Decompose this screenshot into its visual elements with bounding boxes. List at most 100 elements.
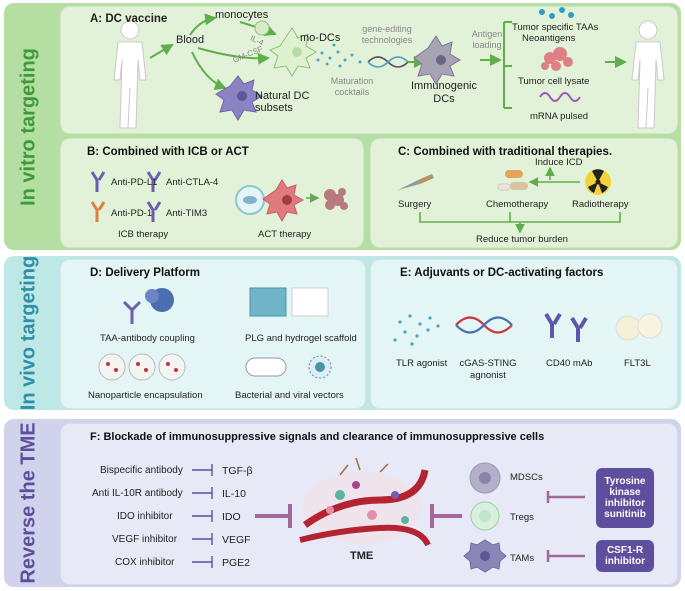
monocyte-icon xyxy=(254,20,270,36)
reduce-tumor-label: Reduce tumor burden xyxy=(476,234,568,245)
surgery-label: Surgery xyxy=(398,199,432,210)
tumor-cell-icon xyxy=(324,188,348,210)
bispecific-antibody-label: Bispecific antibody xyxy=(100,465,183,476)
pills-icon xyxy=(497,170,528,191)
anti-pd1-icon xyxy=(90,201,106,222)
cox-inhibitor-label: COX inhibitor xyxy=(115,557,175,568)
drug-inhibition-lines xyxy=(546,491,585,562)
tumor-lysate-label: Tumor cell lysate xyxy=(518,76,590,87)
blood-label: Blood xyxy=(176,34,205,46)
big-inhibition-right xyxy=(430,504,462,528)
anti-pd-l1-icon xyxy=(90,171,106,192)
maturation-label-2: cocktails xyxy=(334,87,370,97)
mdscs-icon xyxy=(469,462,501,494)
drug2-line-2: inhibitor xyxy=(605,556,645,567)
flt3l-label: FLT3L xyxy=(624,358,651,369)
ido-label: IDO xyxy=(222,511,241,523)
gene-editing-label-2: technologies xyxy=(361,35,413,45)
gene-editing-label-1: gene-editing xyxy=(362,24,412,34)
anti-ctla4-icon xyxy=(146,171,162,192)
panel-b-title: B: Combined with ICB or ACT xyxy=(87,146,249,158)
drug1-line-4: sunitinib xyxy=(604,509,646,520)
il10-label: IL-10 xyxy=(222,488,246,500)
natural-dc-subsets-label: subsets xyxy=(255,102,293,114)
panel-c-title: C: Combined with traditional therapies. xyxy=(398,146,613,158)
patient-figure-right-icon xyxy=(631,20,665,129)
cd40-mab-label: CD40 mAb xyxy=(546,358,593,369)
natural-dc-icon xyxy=(215,75,263,121)
cd40-mab-icon xyxy=(544,312,588,342)
flt3l-icon xyxy=(615,313,663,341)
tgf-beta-label: TGF-β xyxy=(222,465,253,477)
taa-antibody-label: TAA-antibody coupling xyxy=(100,333,195,344)
panel-a-title: A: DC vaccine xyxy=(90,13,168,25)
mdscs-label: MDSCs xyxy=(510,472,543,483)
tlr-agonist-icon xyxy=(393,314,440,346)
bacteria-virus-icon xyxy=(245,355,332,379)
taa-label-2: Neoantigens xyxy=(522,33,576,44)
anti-pd1-label: Anti-PD-1 xyxy=(111,208,153,219)
big-inhibition-left xyxy=(255,504,292,528)
panel-d-delivery xyxy=(60,259,366,409)
anti-il10r-label: Anti IL-10R antibody xyxy=(92,488,183,499)
vegf-inhibitor-label: VEGF inhibitor xyxy=(112,534,178,545)
immunogenic-label-1: Immunogenic xyxy=(410,80,478,92)
mo-dc-icon xyxy=(268,27,317,77)
nanoparticle-label: Nanoparticle encapsulation xyxy=(88,390,203,401)
mo-dcs-label: mo-DCs xyxy=(300,32,341,44)
panel-f-title: F: Blockade of immunosuppressive signals… xyxy=(90,431,545,443)
anti-pd-l1-label: Anti-PD-L1 xyxy=(111,177,158,188)
icb-therapy-label: ICB therapy xyxy=(118,229,169,240)
csf1r-inhibitor-badge: CSF1-R inhibitor xyxy=(596,540,654,572)
antigen-loading-label-1: Antigen xyxy=(471,29,503,39)
tregs-label: Tregs xyxy=(510,512,534,523)
panel-a-dc-vaccine xyxy=(60,6,678,134)
immunogenic-dc-icon xyxy=(413,35,461,85)
vegf-label: VEGF xyxy=(222,534,251,546)
drug2-line-1: CSF1-R xyxy=(606,545,644,556)
scaffold-label: PLG and hydrogel scaffold xyxy=(245,333,357,344)
dna-icon xyxy=(367,56,409,68)
antigen-loading-label-2: loading xyxy=(472,40,502,50)
anti-tim3-icon xyxy=(146,201,162,222)
maturation-label-1: Maturation xyxy=(330,76,374,86)
drug1-line-3: inhibitor xyxy=(605,498,645,509)
cgas-sting-icon xyxy=(455,316,513,334)
panel-e-title: E: Adjuvants or DC-activating factors xyxy=(400,267,604,279)
tme-center-label: TME xyxy=(350,550,374,562)
maturation-cocktail-icon xyxy=(316,43,362,68)
patient-figure-left-icon xyxy=(113,20,147,129)
drug1-line-2: kinase xyxy=(609,487,641,498)
taa-label-1: Tumor specific TAAs xyxy=(512,22,599,33)
induce-icd-label: Induce ICD xyxy=(535,157,583,168)
panel-d-title: D: Delivery Platform xyxy=(90,267,200,279)
tams-label: TAMs xyxy=(510,553,535,564)
tumor-lysate-icon xyxy=(541,47,573,71)
drug1-line-1: Tyrosine xyxy=(604,476,646,487)
taa-antibody-icon xyxy=(122,288,174,324)
radiation-icon xyxy=(585,169,611,195)
inhibition-lines xyxy=(192,464,213,568)
panel-b-icb-act xyxy=(60,138,364,248)
tme-illustration-icon xyxy=(299,457,431,547)
scalpel-icon xyxy=(398,174,434,190)
dendritic-cell-icon xyxy=(262,179,305,223)
cgas-sting-label-1: cGAS-STING xyxy=(459,358,517,369)
immunogenic-label-2: DCs xyxy=(433,93,455,105)
ido-inhibitor-label: IDO inhibitor xyxy=(117,511,173,522)
mrna-label: mRNA pulsed xyxy=(530,111,589,122)
mrna-icon xyxy=(539,92,581,102)
tyrosine-kinase-inhibitor-badge: Tyrosine kinase inhibitor sunitinib xyxy=(596,468,654,528)
anti-ctla4-label: Anti-CTLA-4 xyxy=(166,177,219,188)
act-therapy-label: ACT therapy xyxy=(258,229,312,240)
panel-f-blockade xyxy=(60,423,678,585)
chemotherapy-label: Chemotherapy xyxy=(486,199,549,210)
taa-neoantigen-icon xyxy=(539,7,574,19)
monocytes-label: monocytes xyxy=(215,9,269,21)
